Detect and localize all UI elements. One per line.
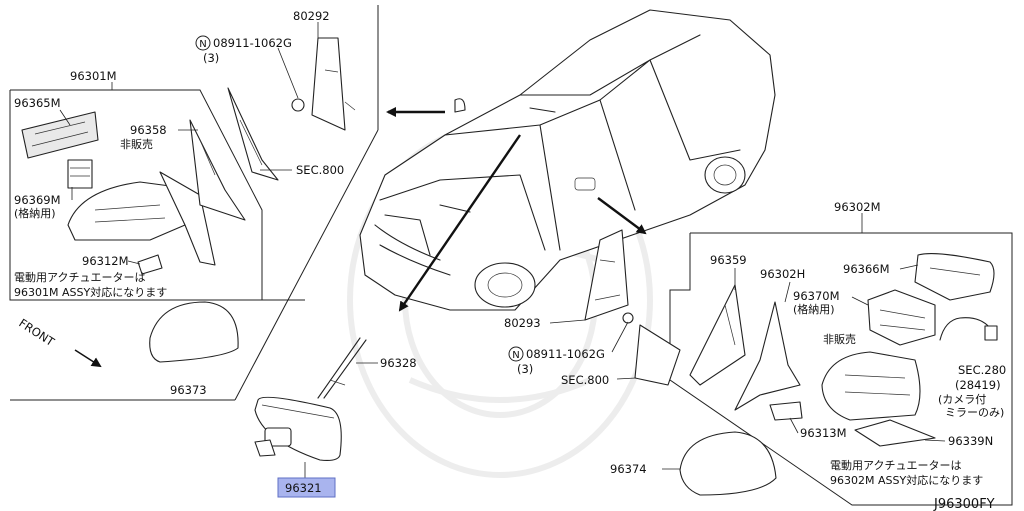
label-bolt-qty-lower: (3) <box>517 362 533 376</box>
label-96358[interactable]: 96358 <box>130 123 167 137</box>
label-sec280-sub: (28419) <box>955 378 1001 392</box>
harness-96328 <box>317 337 367 399</box>
bolt-symbol-top: N <box>195 35 211 51</box>
car-illustration <box>359 9 776 311</box>
left-cover-96373 <box>149 301 239 363</box>
left-mirror-parts <box>21 37 356 275</box>
right-note-line1: 電動用アクチュエーターは <box>830 458 961 472</box>
label-96374[interactable]: 96374 <box>610 462 647 476</box>
label-96365M[interactable]: 96365M <box>14 96 61 110</box>
leader-lines <box>59 22 946 478</box>
label-sec800-lower[interactable]: SEC.800 <box>561 373 609 387</box>
label-bolt-qty-top: (3) <box>203 51 219 65</box>
label-not-for-sale-right: 非販売 <box>823 333 856 346</box>
svg-text:N: N <box>512 350 519 361</box>
callout-arrows <box>386 107 647 312</box>
diagram-id: J96300FY <box>933 497 995 511</box>
label-bolt-code-lower[interactable]: 08911-1062G <box>526 347 605 361</box>
label-80292[interactable]: 80292 <box>293 9 330 23</box>
right-mirror-parts <box>689 253 998 447</box>
label-96339N[interactable]: 96339N <box>948 434 993 448</box>
label-camera-note1: (カメラ付 <box>938 393 986 406</box>
left-group-frame <box>9 5 379 401</box>
front-direction <box>74 349 102 368</box>
lower-center-parts <box>584 229 681 386</box>
label-96312M[interactable]: 96312M <box>82 254 129 268</box>
label-sec280[interactable]: SEC.280 <box>958 363 1006 377</box>
front-label: FRONT <box>16 316 57 350</box>
label-96321[interactable]: 96321 <box>285 481 322 495</box>
label-80293[interactable]: 80293 <box>504 316 541 330</box>
label-96301M[interactable]: 96301M <box>70 69 117 83</box>
label-96369M-note: (格納用) <box>14 206 56 220</box>
label-96302H[interactable]: 96302H <box>760 267 805 281</box>
label-96370M[interactable]: 96370M <box>793 289 840 303</box>
label-bolt-code-top[interactable]: 08911-1062G <box>213 36 292 50</box>
label-96302M[interactable]: 96302M <box>834 200 881 214</box>
bolt-symbol-lower: N <box>508 346 524 362</box>
right-note-line2: 96302M ASSY対応になります <box>830 473 983 487</box>
label-96359[interactable]: 96359 <box>710 253 747 267</box>
label-96373[interactable]: 96373 <box>170 383 207 397</box>
left-note-line1: 電動用アクチュエーターは <box>14 270 145 284</box>
highlight-box-96321 <box>277 477 336 498</box>
label-96366M[interactable]: 96366M <box>843 262 890 276</box>
label-96313M[interactable]: 96313M <box>800 426 847 440</box>
label-96370M-note: (格納用) <box>793 302 835 316</box>
label-not-for-sale-left: 非販売 <box>120 138 153 151</box>
right-cover-96374 <box>679 431 777 496</box>
label-96369M[interactable]: 96369M <box>14 193 61 207</box>
label-96328[interactable]: 96328 <box>380 356 417 370</box>
left-note-line2: 96301M ASSY対応になります <box>14 285 167 299</box>
label-camera-note2: ミラーのみ) <box>945 406 1004 419</box>
label-sec800-top[interactable]: SEC.800 <box>296 163 344 177</box>
svg-text:N: N <box>199 39 206 50</box>
inner-mirror-96321 <box>254 396 342 461</box>
